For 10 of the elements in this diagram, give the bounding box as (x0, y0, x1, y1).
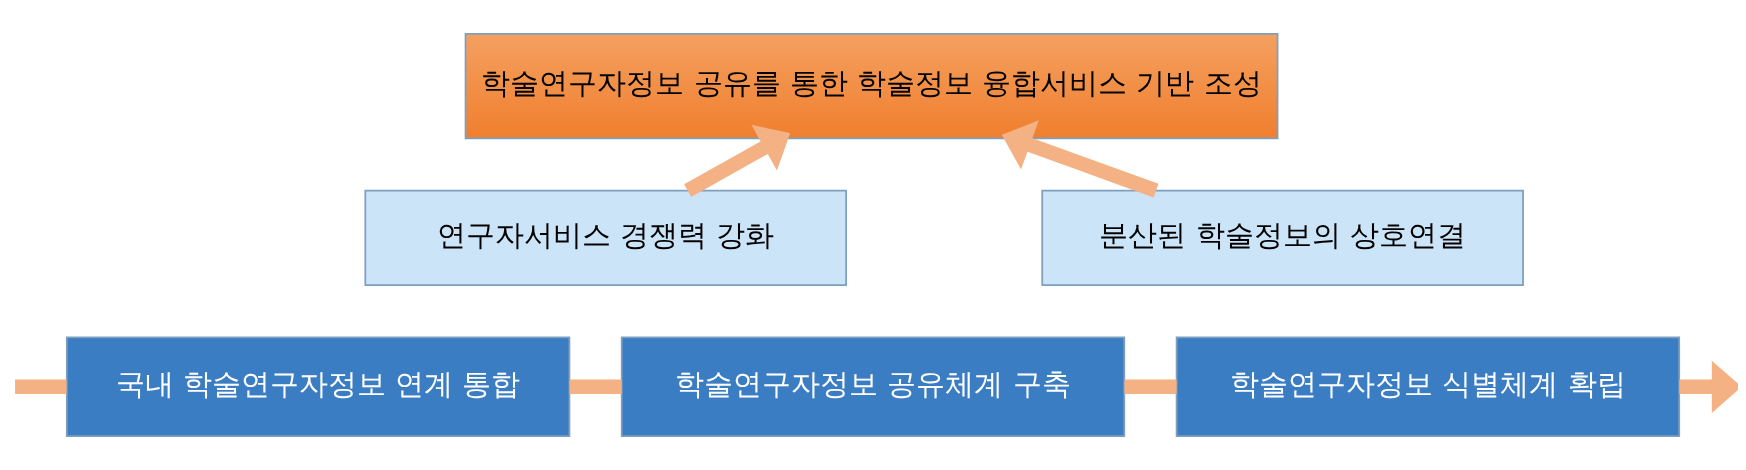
arrow (1679, 360, 1738, 413)
node-box: 학술연구자정보 공유체계 구축 (620, 336, 1126, 438)
connector (15, 379, 67, 395)
node-box: 연구자서비스 경쟁력 강화 (364, 189, 847, 286)
connector (1124, 379, 1177, 395)
node-box: 국내 학술연구자정보 연계 통합 (65, 336, 571, 438)
node-box: 학술연구자정보 식별체계 확립 (1175, 336, 1681, 438)
node-box: 학술연구자정보 공유를 통한 학술정보 융합서비스 기반 조성 (464, 32, 1279, 140)
connector (569, 379, 622, 395)
node-box: 분산된 학술정보의 상호연결 (1041, 189, 1524, 286)
